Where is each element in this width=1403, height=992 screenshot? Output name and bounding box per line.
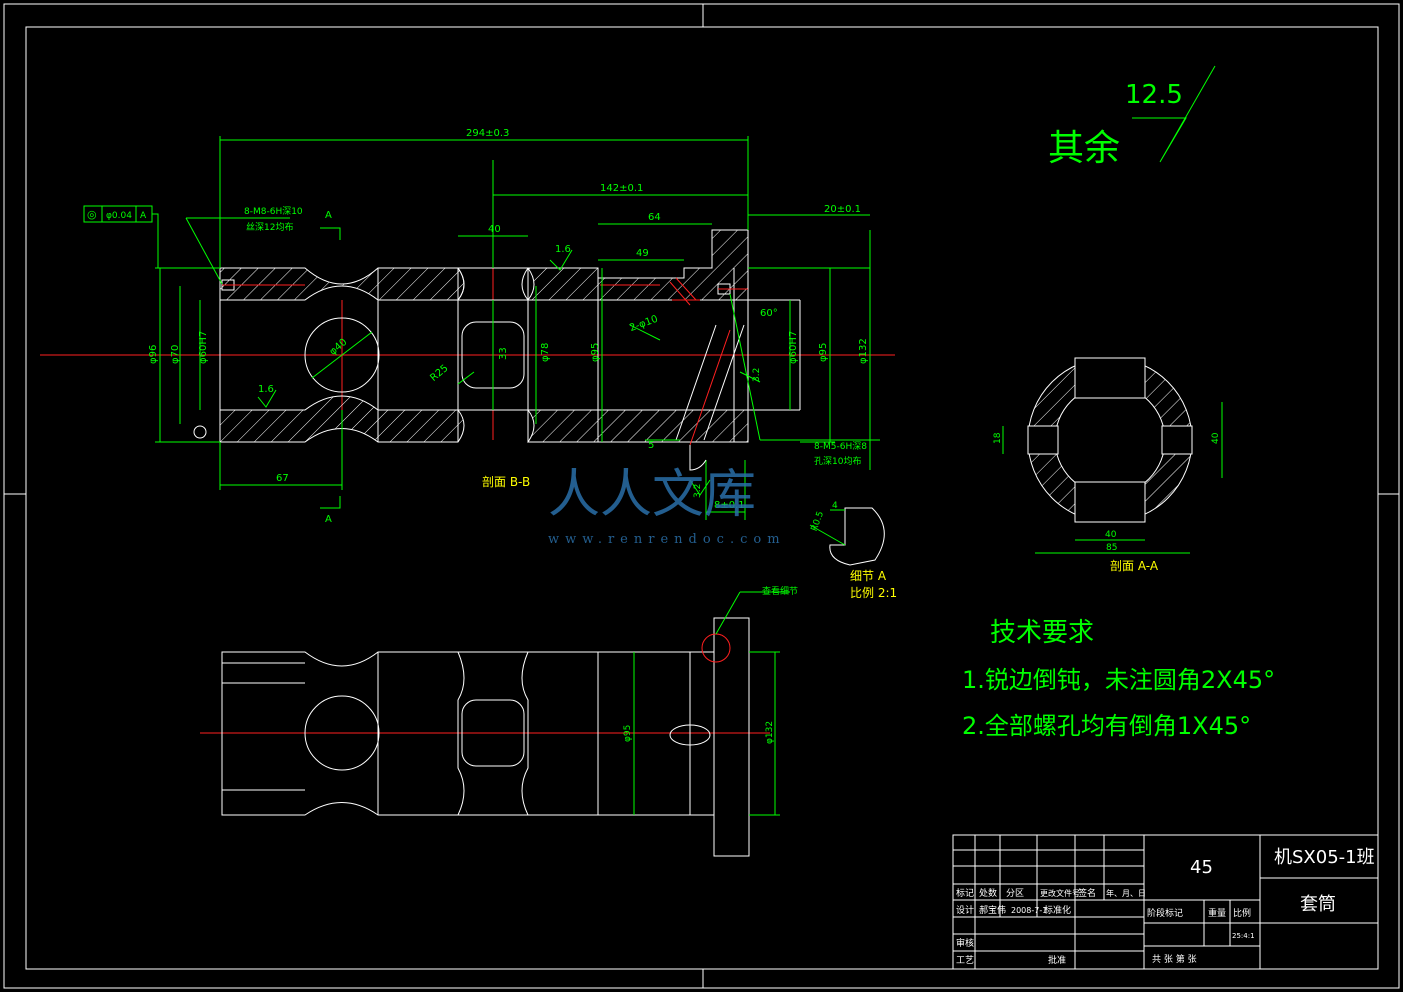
svg-text:φ95: φ95 [623,725,633,742]
svg-text:工艺: 工艺 [956,955,974,966]
svg-text:2008-7-1: 2008-7-1 [1011,906,1047,915]
section-aa-view: 18 40 40 85 剖面 A-A [993,357,1223,573]
svg-text:20±0.1: 20±0.1 [824,204,861,215]
svg-text:年、月、日: 年、月、日 [1106,888,1146,898]
watermark: 人人文库 www.renrendoc.com [548,465,786,547]
svg-text:142±0.1: 142±0.1 [600,183,643,194]
svg-text:细节 A: 细节 A [850,569,887,583]
svg-text:其余: 其余 [1048,128,1120,169]
svg-text:85: 85 [1106,543,1117,553]
svg-text:40: 40 [488,224,501,235]
svg-text:18: 18 [993,432,1003,444]
svg-text:64: 64 [648,212,661,223]
detail-a-view: 4 R0.5 细节 A 比例 2:1 [810,501,897,600]
svg-text:25:4:1: 25:4:1 [1232,932,1255,940]
svg-text:5: 5 [648,440,654,451]
svg-text:φ70: φ70 [170,345,181,364]
roughness-symbol: 12.5 其余 [1048,65,1216,169]
svg-text:φ60H7: φ60H7 [198,331,209,364]
svg-text:套筒: 套筒 [1300,894,1336,915]
svg-text:φ95: φ95 [818,343,829,362]
svg-text:分区: 分区 [1006,888,1024,899]
svg-text:签名: 签名 [1078,887,1096,899]
svg-text:φ132: φ132 [765,721,775,744]
svg-text:12.5: 12.5 [1125,80,1183,110]
svg-text:2-φ10: 2-φ10 [628,314,659,334]
svg-text:φ60H7: φ60H7 [788,331,799,364]
svg-text:294±0.3: 294±0.3 [466,128,509,139]
svg-text:8-M8-6H深10: 8-M8-6H深10 [244,206,303,217]
svg-text:40: 40 [1105,530,1117,540]
svg-text:45: 45 [1190,857,1213,878]
svg-text:φ78: φ78 [540,343,551,362]
svg-text:郝宝伟: 郝宝伟 [979,904,1006,916]
svg-text:1.6: 1.6 [258,384,274,395]
svg-text:4: 4 [832,501,838,511]
svg-text:8±0.1: 8±0.1 [714,500,745,511]
svg-text:重量: 重量 [1208,907,1226,919]
svg-text:R0.5: R0.5 [810,510,826,533]
svg-text:1.6: 1.6 [555,244,571,255]
section-bb-view: 294±0.3 142±0.1 20±0.1 40 64 49 1.6 1.6 … [40,128,895,525]
svg-text:2.全部螺孔均有倒角1X45°: 2.全部螺孔均有倒角1X45° [962,712,1251,740]
svg-text:剖面 A-A: 剖面 A-A [1110,559,1159,573]
svg-text:33: 33 [498,347,509,360]
svg-text:共 张 第 张: 共 张 第 张 [1152,953,1197,965]
svg-text:标记: 标记 [956,887,974,899]
svg-text:人人文库: 人人文库 [548,465,756,525]
svg-text:标准化: 标准化 [1044,904,1071,916]
svg-text:R25: R25 [428,363,450,384]
svg-text:1.锐边倒钝，未注圆角2X45°: 1.锐边倒钝，未注圆角2X45° [962,666,1275,694]
svg-text:孔深10均布: 孔深10均布 [814,455,861,467]
svg-text:40: 40 [1211,432,1221,444]
svg-text:阶段标记: 阶段标记 [1147,907,1183,919]
svg-text:φ0.04: φ0.04 [106,211,132,221]
svg-text:◎: ◎ [87,208,97,221]
technical-requirements: 技术要求 1.锐边倒钝，未注圆角2X45° 2.全部螺孔均有倒角1X45° [962,618,1275,740]
svg-text:49: 49 [636,248,649,259]
svg-text:查看细节: 查看细节 [762,585,798,597]
svg-text:3.2: 3.2 [752,368,762,382]
svg-text:批准: 批准 [1048,954,1066,966]
svg-text:比例: 比例 [1233,907,1251,919]
svg-text:剖面 B-B: 剖面 B-B [482,475,530,489]
svg-text:φ132: φ132 [858,338,869,364]
svg-text:60°: 60° [760,308,778,319]
svg-text:技术要求: 技术要求 [990,618,1094,648]
svg-text:8-M5-6H深8: 8-M5-6H深8 [814,441,867,452]
title-block: 45 机SX05-1班 套筒 标记 处数 分区 更改文件号 签名 年、月、日 设… [952,834,1379,970]
svg-text:A: A [325,514,332,525]
svg-text:A: A [140,211,147,221]
svg-text:处数: 处数 [979,887,997,899]
drawing-frame [3,3,1400,989]
outer-view: 查看细节 φ95 φ132 [200,585,798,857]
svg-text:机SX05-1班: 机SX05-1班 [1274,847,1375,868]
svg-text:审核: 审核 [956,937,974,949]
svg-text:www.renrendoc.com: www.renrendoc.com [548,532,786,547]
svg-text:比例 2:1: 比例 2:1 [850,586,897,600]
svg-text:丝深12均布: 丝深12均布 [246,221,293,233]
svg-text:φ96: φ96 [148,345,159,364]
svg-text:A: A [325,210,332,221]
svg-text:设计: 设计 [956,904,974,916]
svg-text:3.2: 3.2 [693,484,703,498]
svg-text:67: 67 [276,473,289,484]
svg-text:φ95: φ95 [590,343,601,362]
svg-text:更改文件号: 更改文件号 [1040,888,1080,898]
